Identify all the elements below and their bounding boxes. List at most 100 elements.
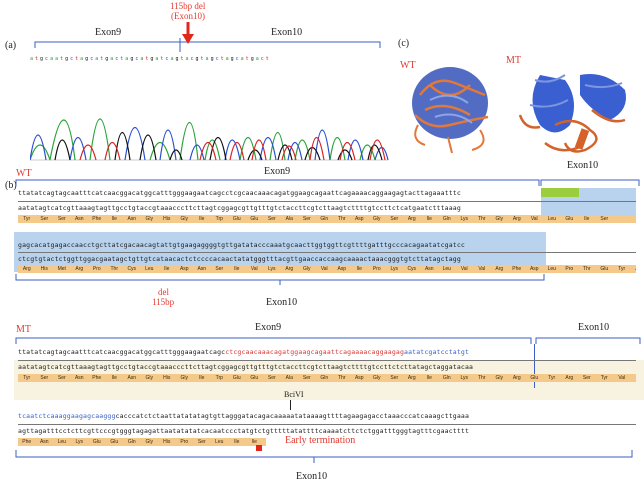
- mt-row1-amino-acid: Ile: [111, 375, 117, 381]
- panel-c-wt-label: WT: [400, 60, 416, 71]
- mt-row1-top-exon9-black: ttatatcagtagcaatttcatcaacggacatggcatttgg…: [18, 348, 226, 356]
- chromatogram-traces: [30, 118, 389, 161]
- mt-row1-bottom-strand: aatatagtcatcgttaaagtagttgcctgtaccgtaaacc…: [18, 363, 474, 371]
- wt-row2-amino-acid: Arg: [495, 266, 504, 272]
- panel-c-mt-label: MT: [506, 55, 521, 66]
- mt-row1-amino-acid: Asn: [127, 375, 137, 381]
- mt-row1-amino-acid: Gln: [320, 375, 329, 381]
- mt-row1-amino-acid: Tyr: [23, 375, 31, 381]
- wt-row2-amino-acid: Thr: [583, 266, 591, 272]
- wt-row1-amino-acid: Glu: [250, 216, 259, 222]
- wt-row2-amino-acid: Lys: [390, 266, 399, 272]
- mt-row2-amino-acid: Ile: [234, 439, 240, 445]
- mt-protein-structure-image: [518, 74, 626, 153]
- mt-row1-top-exon9-red: ctcgcaacaaacagatggaagcagaattcagaaaacagga…: [225, 348, 405, 356]
- mt-row1-amino-acid: Ser: [582, 375, 591, 381]
- mt-row1-amino-acid: Arg: [407, 375, 416, 381]
- mt-row2-amino-acid: Ser: [197, 439, 206, 445]
- wt-row2-bottom-strand: ctcgtgtactctggttggacgaatagctgttgtcataaca…: [18, 255, 461, 263]
- wt-row2-amino-acid: Leu: [442, 266, 451, 272]
- mt-row1-amino-acid: Ser: [390, 375, 399, 381]
- mt-junction-line: [534, 344, 535, 388]
- wt-row2-amino-acid: Ile: [356, 266, 362, 272]
- mt-row2-top-black: cacccatctctaattatatatagtgttagggatacagaca…: [115, 412, 470, 420]
- wt-row1-amino-acid: Ser: [40, 216, 49, 222]
- wt-row1-amino-acid: Gln: [320, 216, 329, 222]
- wt-row1-amino-acid: Asp: [354, 216, 364, 222]
- mt-row2-amino-acid: Phe: [22, 439, 32, 445]
- mt-exon9-label: Exon9: [255, 322, 282, 333]
- mt-row1-amino-acid: Ser: [302, 375, 311, 381]
- mt-row1-amino-acid: Gly: [373, 375, 381, 381]
- mt-row1-amino-acid: Ile: [426, 375, 432, 381]
- wt-row2-amino-acid: Val: [478, 266, 486, 272]
- mt-row2-amino-acid: Gly: [145, 439, 154, 445]
- mt-row1-amino-acid: Gly: [145, 375, 154, 381]
- mt-row2-amino-acid: Glu: [92, 439, 101, 445]
- wt-row2-amino-acid: His: [40, 266, 48, 272]
- mt-row2-top-exon10-blue: tcaatctcaaaggaagagcaaggg: [18, 412, 116, 420]
- wt-row2-amino-acid: Tyr: [618, 266, 626, 272]
- wt-row1-amino-acid: Glu: [232, 216, 241, 222]
- wt-row2-amino-acid: Arg: [285, 266, 294, 272]
- mt-enzyme-site-marker: [290, 400, 291, 410]
- wt-row1-amino-acid: Ser: [267, 216, 276, 222]
- mt-row2-top-strand: tcaatctcaaaggaagagcaagggcacccatctctaatta…: [18, 412, 469, 420]
- wt-row2-amino-acid: Thr: [110, 266, 119, 272]
- wt-row2-amino-acid: Ile: [164, 266, 170, 272]
- wt-row1-amino-acid: Ser: [390, 216, 399, 222]
- panel-b-exon9-label: Exon9: [264, 166, 291, 177]
- mt-enzyme-site-label: BciVI: [284, 390, 304, 399]
- wt-row1-top-strand: ttatatcagtagcaatttcatcaacggacatggcatttgg…: [18, 189, 461, 197]
- wt-row2-amino-acid: Cys: [127, 266, 137, 272]
- mt-row2-amino-acid: Ile: [251, 439, 257, 445]
- mt-row1-amino-acid: Asp: [354, 375, 364, 381]
- mt-row1-amino-acid: Tyr: [600, 375, 608, 381]
- wt-row1-amino-acid: Thr: [338, 216, 346, 222]
- wt-row2-amino-acid: Asn: [197, 266, 207, 272]
- wt-row2-amino-acid: Phe: [512, 266, 522, 272]
- wt-row1-amino-acid: Arg: [407, 216, 416, 222]
- mt-row1-amino-acid: Glu: [530, 375, 539, 381]
- wt-row2-amino-acid: Pro: [92, 266, 101, 272]
- wt-row1-amino-acid: Phe: [92, 216, 102, 222]
- mt-panel-label: MT: [16, 324, 31, 335]
- wt-row2-amino-acid: Lys: [267, 266, 276, 272]
- panel-b-top-brace: [15, 179, 640, 186]
- wt-row1-amino-acid: Ile: [199, 216, 205, 222]
- wt-row2-amino-acid: Glu: [600, 266, 609, 272]
- panel-a-exon-brace: [34, 38, 381, 52]
- mt-row1-amino-acid: His: [163, 375, 171, 381]
- mt-exon10-bottom-label: Exon10: [296, 471, 328, 482]
- mt-row1-amino-acid: Thr: [338, 375, 346, 381]
- wt-row1-amino-acid: Ser: [57, 216, 66, 222]
- panel-b-exon10-bottom-label: Exon10: [266, 297, 298, 308]
- wt-row1-bottom-strand: aatatagtcatcgttaaagtagttgcctgtaccgtaaacc…: [18, 204, 461, 212]
- mt-row1-amino-acid: Val: [618, 375, 626, 381]
- mt-row1-ruler: [18, 360, 636, 361]
- wt-row1-amino-acid: Asn: [74, 216, 84, 222]
- stop-codon-icon: [256, 439, 262, 457]
- wt-row2-top-strand: gagcacatgagaccaacctgcttatcgacaacagtattgt…: [18, 241, 465, 249]
- mt-row1-amino-acid: Phe: [92, 375, 102, 381]
- mt-row1-amino-acid: Gly: [180, 375, 189, 381]
- mt-row1-amino-acid: Ala: [285, 375, 293, 381]
- wt-row2-amino-acid: Asn: [424, 266, 434, 272]
- panel-b-wt-label: WT: [16, 168, 32, 179]
- wt-row1-amino-acid: Ala: [285, 216, 293, 222]
- wt-row2-amino-acid: Ile: [234, 266, 240, 272]
- mt-row1-amino-acid: Tyr: [548, 375, 556, 381]
- wt-row2-amino-acid: Asp: [337, 266, 347, 272]
- mt-row2-amino-acid: Glu: [110, 439, 119, 445]
- wt-row2-amino-acid: Gly: [303, 266, 311, 272]
- mt-row2-amino-acid: Gln: [127, 439, 136, 445]
- panel-b-label: (b): [5, 180, 17, 191]
- wt-row2-amino-acid: Pro: [372, 266, 381, 272]
- panel-b-deletion-label-line2: 115bp: [152, 297, 175, 307]
- mt-row1-amino-acid: Ser: [267, 375, 276, 381]
- mt-row1-amino-acid: Ser: [57, 375, 66, 381]
- mt-row1-amino-acid: Ser: [40, 375, 49, 381]
- mt-row1-amino-acid: Glu: [232, 375, 241, 381]
